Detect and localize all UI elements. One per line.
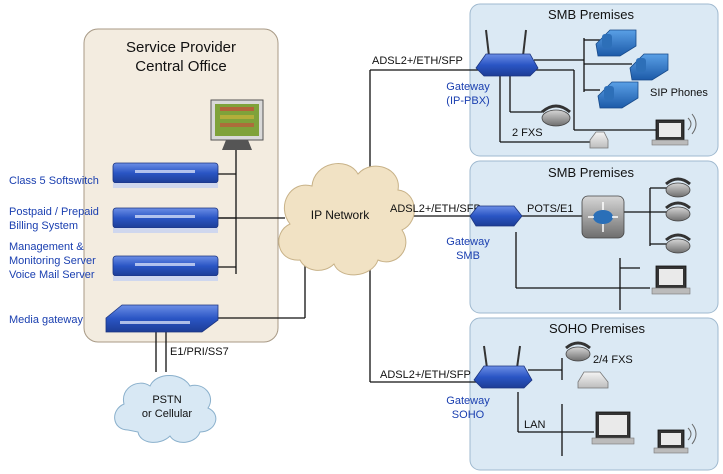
premises-1-fxs-label: 2 FXS: [512, 127, 543, 139]
connection-lines: [155, 38, 668, 456]
laptop-icon-p3: [653, 423, 697, 454]
server-icon-management: [112, 255, 219, 281]
pstn-link-label: E1/PRI/SS7: [170, 346, 229, 358]
sip-phone-icon-1: [595, 29, 637, 57]
analog-phone-icon-p2c: [665, 233, 691, 254]
gateway-router-icon-3: [473, 345, 533, 389]
analog-phone-icon-p2a: [665, 177, 691, 198]
premises-3-lan-label: LAN: [524, 419, 545, 431]
pstn-cloud-label-2: or Cellular: [142, 408, 192, 420]
premises-3-fxs-label: 2/4 FXS: [593, 354, 633, 366]
premises-1-link: ADSL2+/ETH/SFP: [372, 55, 463, 67]
server-icon-class5: [112, 162, 219, 188]
server-label-billing-1: Postpaid / Prepaid: [9, 206, 99, 218]
media-gateway-label: Media gateway: [9, 314, 83, 326]
premises-2-pots-label: POTS/E1: [527, 203, 573, 215]
server-label-management-1: Management &: [9, 241, 84, 253]
ip-network-cloud: [278, 163, 415, 276]
premises-2-title: SMB Premises: [548, 165, 634, 180]
premises-panel-1: [469, 3, 719, 157]
laptop-icon-p2: [651, 265, 691, 295]
premises-1-title: SMB Premises: [548, 7, 634, 22]
premises-2-gateway-label-2: SMB: [456, 250, 480, 262]
analog-phone-icon-p1: [541, 104, 571, 127]
ip-network-label: IP Network: [311, 208, 370, 222]
fax-icon-p3: [577, 371, 609, 389]
premises-2-link: ADSL2+/ETH/SFP: [390, 203, 481, 215]
premises-1-gateway-label-1: Gateway: [446, 81, 490, 93]
sip-phone-icon-3: [597, 81, 639, 109]
server-label-management-2: Monitoring Server: [9, 255, 96, 267]
server-label-voicemail: Voice Mail Server: [9, 269, 95, 281]
pstn-cloud: [114, 375, 217, 443]
premises-2-gateway-label-1: Gateway: [446, 236, 490, 248]
monitor-icon: [210, 99, 264, 150]
laptop-icon-p1: [651, 113, 697, 146]
pbx-switch-icon: [581, 195, 625, 239]
central-office-title-2: Central Office: [135, 58, 226, 75]
pstn-cloud-label-1: PSTN: [152, 394, 181, 406]
premises-1-gateway-label-2: (IP-PBX): [446, 95, 489, 107]
gateway-router-icon-1: [475, 29, 539, 77]
premises-3-title: SOHO Premises: [549, 321, 646, 336]
sip-phone-icon-2: [629, 53, 669, 81]
premises-3-gateway-label-1: Gateway: [446, 395, 490, 407]
gateway-router-icon-2: [469, 205, 523, 227]
premises-3-link: ADSL2+/ETH/SFP: [380, 369, 471, 381]
server-label-class5: Class 5 Softswitch: [9, 175, 99, 187]
desktop-monitor-icon-p3: [591, 411, 635, 445]
media-gateway-icon: [105, 304, 219, 333]
server-icon-billing: [112, 207, 219, 233]
sip-phones-label: SIP Phones: [650, 87, 708, 99]
analog-phone-icon-p3: [565, 341, 591, 362]
analog-phone-icon-p2b: [665, 201, 691, 222]
server-label-billing-2: Billing System: [9, 220, 78, 232]
premises-3-gateway-label-2: SOHO: [452, 409, 485, 421]
central-office-title-1: Service Provider: [126, 39, 236, 56]
fax-icon-p1: [589, 131, 609, 149]
